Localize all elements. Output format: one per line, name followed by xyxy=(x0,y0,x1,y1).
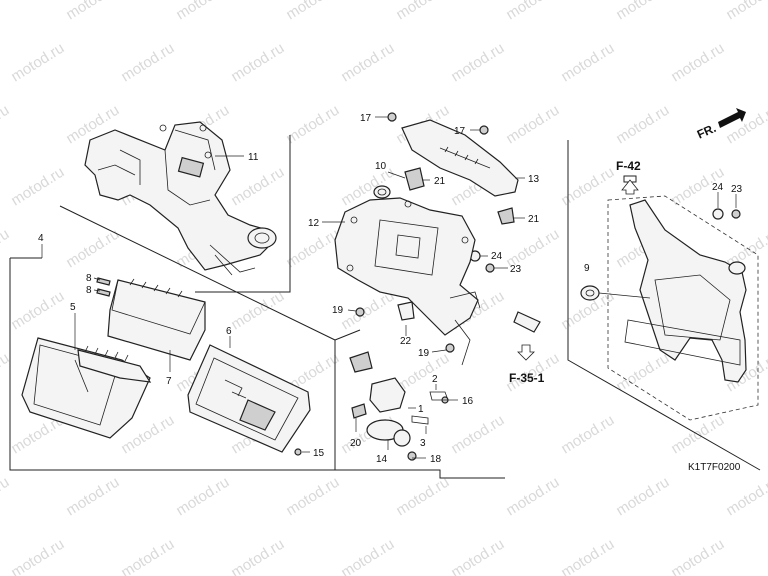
watermark-text: motod.ru xyxy=(8,164,67,210)
callout-2: 2 xyxy=(432,374,438,385)
watermark-text: motod.ru xyxy=(668,40,727,86)
front-indicator-label: FR. xyxy=(695,121,718,142)
callout-8b: 8 xyxy=(86,285,92,296)
callout-8a: 8 xyxy=(86,273,92,284)
watermark-text: motod.ru xyxy=(228,536,287,576)
watermark-text: motod.ru xyxy=(118,40,177,86)
watermark-text: motod.ru xyxy=(228,164,287,210)
watermark-text: motod.ru xyxy=(613,0,672,23)
callout-17a: 17 xyxy=(360,113,372,124)
watermark-text: motod.ru xyxy=(723,474,768,520)
watermark-text: motod.ru xyxy=(393,474,452,520)
callout-3: 3 xyxy=(420,438,426,449)
callout-24a: 24 xyxy=(491,251,503,262)
meter-unit-part-7 xyxy=(107,278,206,361)
meter-case-part-6 xyxy=(187,344,311,453)
watermark-text: motod.ru xyxy=(283,102,342,148)
callout-21b: 21 xyxy=(528,214,540,225)
watermark-text: motod.ru xyxy=(558,40,617,86)
watermark-text: motod.ru xyxy=(448,536,507,576)
diagram-code: K1T7F0200 xyxy=(688,462,741,473)
callout-14: 14 xyxy=(376,454,388,465)
callout-21a: 21 xyxy=(434,176,446,187)
small-fasteners xyxy=(96,208,741,461)
reference-f35-1: F-35-1 xyxy=(509,371,545,385)
callout-18: 18 xyxy=(430,454,442,465)
watermark-text: motod.ru xyxy=(503,474,562,520)
watermark-text: motod.ru xyxy=(668,536,727,576)
watermark-text: motod.ru xyxy=(283,226,342,272)
frame-switch xyxy=(334,340,505,479)
watermark-text: motod.ru xyxy=(228,288,287,334)
callout-1: 1 xyxy=(418,404,424,415)
watermark-text: motod.ru xyxy=(283,474,342,520)
callout-22: 22 xyxy=(400,336,412,347)
watermark-text: motod.ru xyxy=(393,0,452,23)
leader-lines xyxy=(41,116,737,459)
frame-upper-stay xyxy=(195,135,291,293)
watermark-text: motod.ru xyxy=(613,474,672,520)
callout-20: 20 xyxy=(350,438,362,449)
section-frames xyxy=(9,135,761,479)
watermark-text: motod.ru xyxy=(173,0,232,23)
watermark-text: motod.ru xyxy=(118,536,177,576)
callout-5: 5 xyxy=(70,302,76,313)
switch-parts xyxy=(349,351,449,447)
callout-16: 16 xyxy=(462,396,474,407)
watermark-text: motod.ru xyxy=(63,474,122,520)
watermark-text: motod.ru xyxy=(503,102,562,148)
watermark-text: motod.ru xyxy=(338,40,397,86)
callout-7: 7 xyxy=(166,376,172,387)
watermark-text: motod.ru xyxy=(503,0,562,23)
meter-stay-part-11 xyxy=(84,121,277,276)
reference-f42: F-42 xyxy=(616,159,641,173)
callout-labels: 1 2 3 4 5 6 7 8 8 9 10 11 12 13 14 15 16… xyxy=(38,113,743,473)
watermark-text: motod.ru xyxy=(448,40,507,86)
callout-10: 10 xyxy=(375,161,387,172)
watermark-text: motod.ru xyxy=(173,474,232,520)
watermark-text: motod.ru xyxy=(448,412,507,458)
bracket-part-12 xyxy=(334,197,481,366)
watermark-text: motod.ru xyxy=(558,412,617,458)
callout-15: 15 xyxy=(313,448,325,459)
watermark-text: motod.ru xyxy=(63,0,122,23)
dashed-outline xyxy=(607,195,759,421)
watermark-text: motod.ru xyxy=(558,164,617,210)
watermark-text: motod.ru xyxy=(8,40,67,86)
callout-23a: 23 xyxy=(510,264,522,275)
callout-24b: 24 xyxy=(712,182,724,193)
watermark-text: motod.ru xyxy=(613,102,672,148)
callout-12: 12 xyxy=(308,218,320,229)
callout-19b: 19 xyxy=(418,348,430,359)
watermark-text: motod.ru xyxy=(558,536,617,576)
watermark-text: motod.ru xyxy=(228,40,287,86)
watermark-text: motod.ru xyxy=(723,102,768,148)
callout-4: 4 xyxy=(38,233,44,244)
callout-11: 11 xyxy=(248,152,259,163)
watermark-text: motod.ru xyxy=(338,536,397,576)
callout-9: 9 xyxy=(584,263,590,274)
arrows xyxy=(517,108,746,361)
watermark-text: motod.ru xyxy=(0,474,12,520)
stay-assembly-right xyxy=(580,199,747,383)
callout-23b: 23 xyxy=(731,184,743,195)
grommets xyxy=(373,112,541,333)
front-arrow-icon xyxy=(718,108,746,128)
lcd-part-7 xyxy=(77,345,152,383)
callout-6: 6 xyxy=(226,326,232,337)
watermark-text: motod.ru xyxy=(613,350,672,396)
callout-17b: 17 xyxy=(454,126,466,137)
cover-part-13 xyxy=(401,119,519,197)
watermark-text: motod.ru xyxy=(338,288,397,334)
watermark-text: motod.ru xyxy=(283,0,342,23)
watermark-text: motod.ru xyxy=(0,102,12,148)
watermark-text: motod.ru xyxy=(8,536,67,576)
callout-19a: 19 xyxy=(332,305,344,316)
watermark-text: motod.ru xyxy=(8,288,67,334)
watermark-text: motod.ru xyxy=(723,0,768,23)
callout-13: 13 xyxy=(528,174,540,185)
frame-right xyxy=(567,140,761,471)
watermark-text: motod.ru xyxy=(0,0,12,23)
